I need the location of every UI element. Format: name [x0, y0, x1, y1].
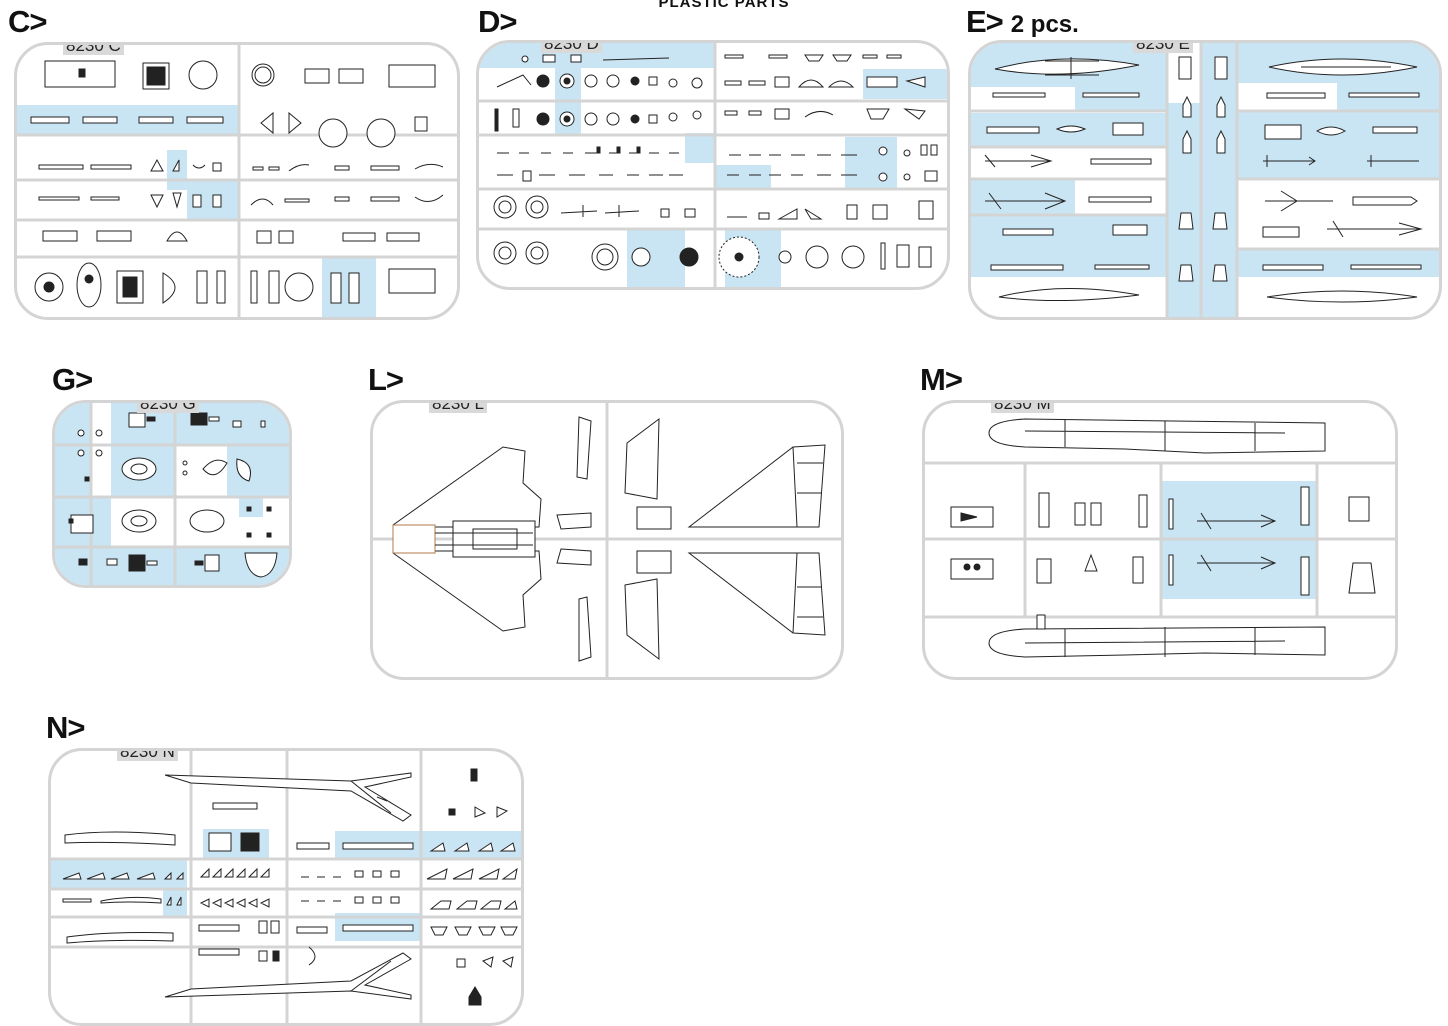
- sprue-e-letter-text: E>: [966, 4, 1004, 39]
- sprue-e-quantity-note: 2 pcs.: [1010, 11, 1079, 38]
- sprue-d-code: 8230 D: [541, 43, 602, 53]
- sprue-n-letter: N>: [46, 710, 85, 745]
- sprue-g-parts: [55, 403, 289, 585]
- sprue-e-letter: E>2 pcs.: [966, 4, 1079, 40]
- sprue-m-frame: 8230 M: [922, 400, 1398, 680]
- sprue-m-parts: [925, 418, 1395, 658]
- sprue-m-code: 8230 M: [991, 403, 1054, 413]
- sprue-d-parts: [479, 43, 947, 287]
- sprue-e-code: 8230 E: [1133, 43, 1193, 53]
- sprue-c-code: 8230 C: [63, 45, 124, 55]
- sprue-g-code: 8230 G: [137, 403, 199, 413]
- sprue-e-frame: 8230 E: [968, 40, 1442, 320]
- sprue-n-frame: 8230 N: [48, 748, 524, 1026]
- sprue-d-frame: 8230 D: [476, 40, 950, 290]
- sprue-c-parts: [17, 45, 457, 317]
- sprue-n-code: 8230 N: [117, 751, 178, 761]
- sprue-m-letter: M>: [920, 362, 963, 397]
- page-header-plastic-parts: PLASTIC PARTS: [658, 0, 790, 11]
- sprue-c-frame: 8230 C: [14, 42, 460, 320]
- sprue-g-frame: 8230 G: [52, 400, 292, 588]
- sprue-c-letter: C>: [8, 4, 47, 39]
- sprue-n-parts: [51, 751, 521, 1023]
- sprue-e-parts: [971, 43, 1439, 317]
- sprue-d-letter: D>: [478, 4, 517, 39]
- sprue-l-code: 8230 L: [429, 403, 487, 413]
- sprue-g-letter: G>: [52, 362, 93, 397]
- sprue-l-frame: 8230 L: [370, 400, 844, 680]
- sprue-l-letter: L>: [368, 362, 404, 397]
- sprue-l-parts: [373, 403, 841, 677]
